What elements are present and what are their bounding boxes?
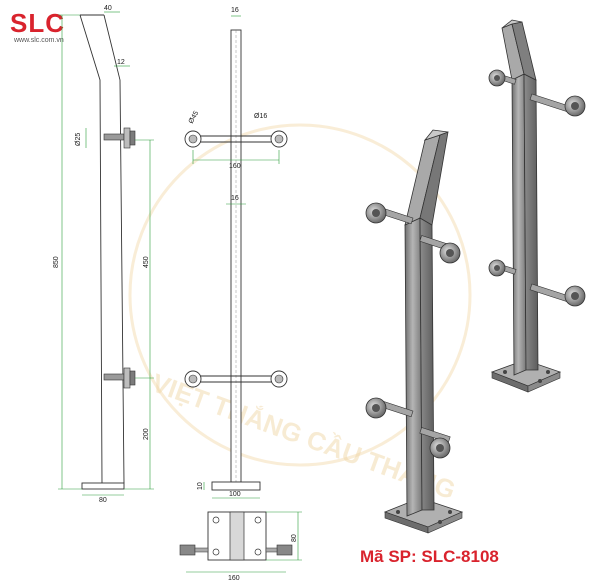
dim-total-height: 850 [53,256,60,268]
side-view: 40 12 Ø25 850 450 200 80 [53,5,154,504]
bottom-view: 80 160 [179,511,302,582]
dim-lower-height: 200 [143,428,150,440]
product-code: Mã SP: SLC-8108 [360,547,499,566]
dim-top-width: 40 [104,5,112,12]
dim-angle-offset: 12 [117,59,125,66]
dim-clamp-diameter-left: Ø45 [188,110,201,125]
logo-url: www.slc.com.vn [13,37,64,44]
dim-plate-thickness: 10 [197,482,204,490]
dim-bracket-diameter: Ø25 [75,133,82,146]
dim-upper-spacing: 450 [143,256,150,268]
dim-base-depth: 80 [291,534,298,542]
front-view: 16 Ø45 Ø16 160 16 10 100 [184,7,288,499]
dim-base-width-side: 80 [99,497,107,504]
dim-base-span: 160 [228,575,240,582]
dim-clamp-diameter-right: Ø16 [254,113,267,120]
dim-post-width-mid: 16 [231,195,239,202]
dim-post-width-top: 16 [231,7,239,14]
post-render-back [488,19,586,393]
dim-bracket-span: 160 [229,163,241,170]
brand-logo: SLC www.slc.com.vn [10,8,65,44]
dim-base-plate-width: 100 [229,491,241,498]
post-render-front [365,129,464,534]
logo-text: SLC [10,8,65,38]
